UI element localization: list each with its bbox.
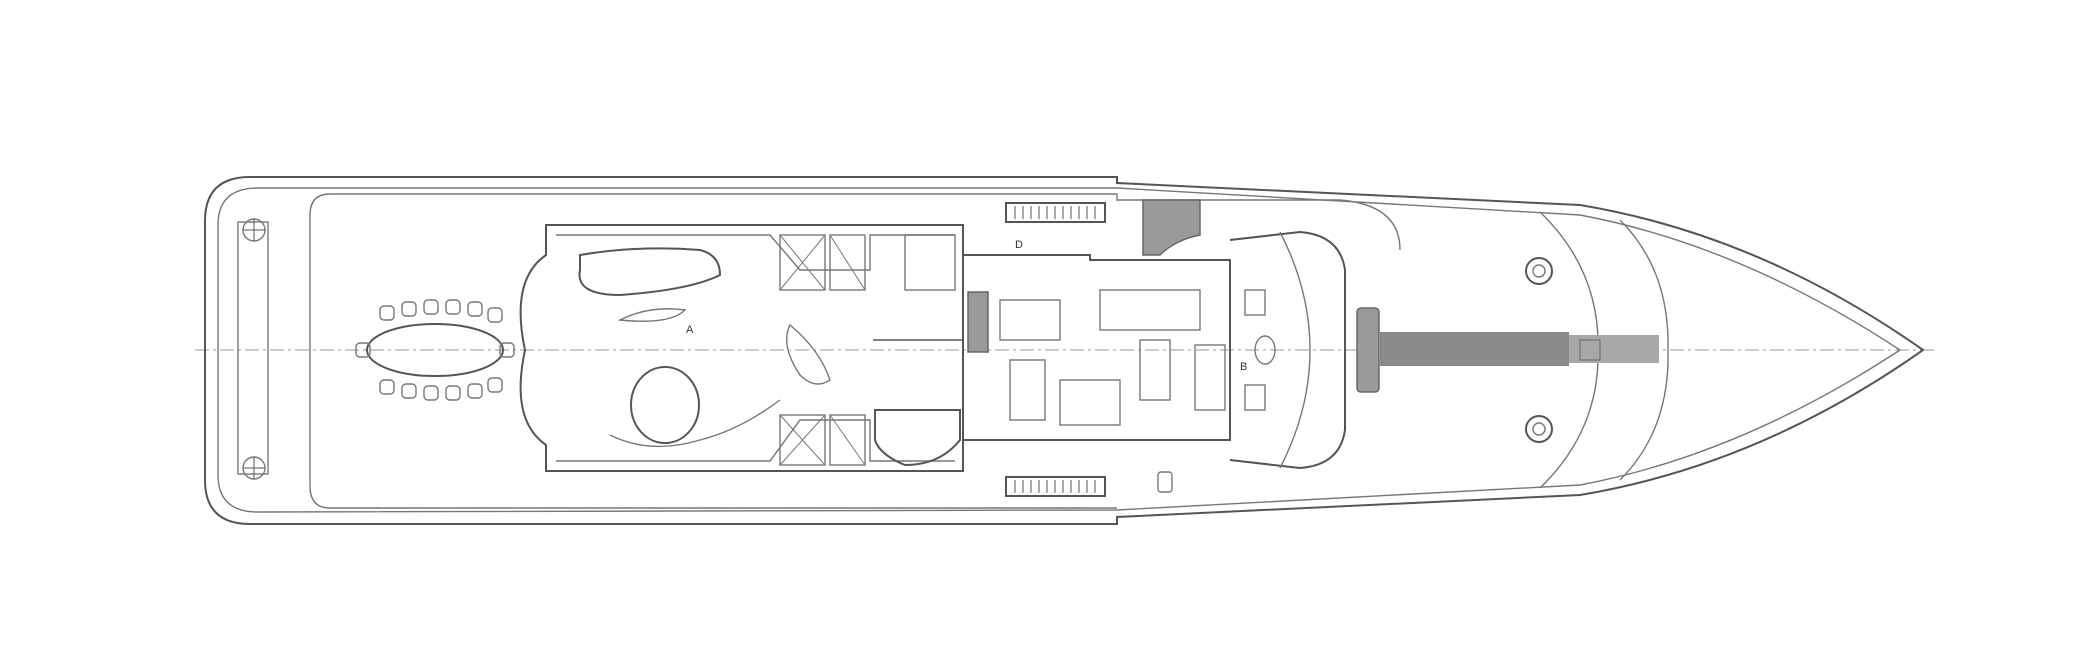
hull-outline <box>204 176 1925 525</box>
label-salon: A <box>686 324 694 336</box>
forward-cabin: B <box>1142 199 1346 493</box>
main-salon: A <box>519 224 964 472</box>
vent-grille <box>1005 476 1106 497</box>
dining-table <box>355 299 515 401</box>
spiral-stair <box>874 409 961 467</box>
stern-platform <box>237 221 269 475</box>
anchor-chain <box>1356 307 1659 393</box>
mooring-cleat-icon <box>1525 415 1553 443</box>
midship-cabins: D <box>963 239 1231 441</box>
sofa <box>578 247 722 297</box>
bollard-icon <box>242 456 266 480</box>
bow-deck-line <box>1619 219 1669 481</box>
aft-deck-rail <box>309 193 1401 509</box>
hull-inner-outline <box>217 187 1902 513</box>
label-forward-cabin: B <box>1240 361 1247 373</box>
label-lobby: D <box>1015 239 1023 251</box>
vent-grille <box>1005 202 1106 223</box>
round-sofa <box>630 366 700 444</box>
bollard-icon <box>242 218 266 242</box>
mooring-cleat-icon <box>1525 257 1553 285</box>
